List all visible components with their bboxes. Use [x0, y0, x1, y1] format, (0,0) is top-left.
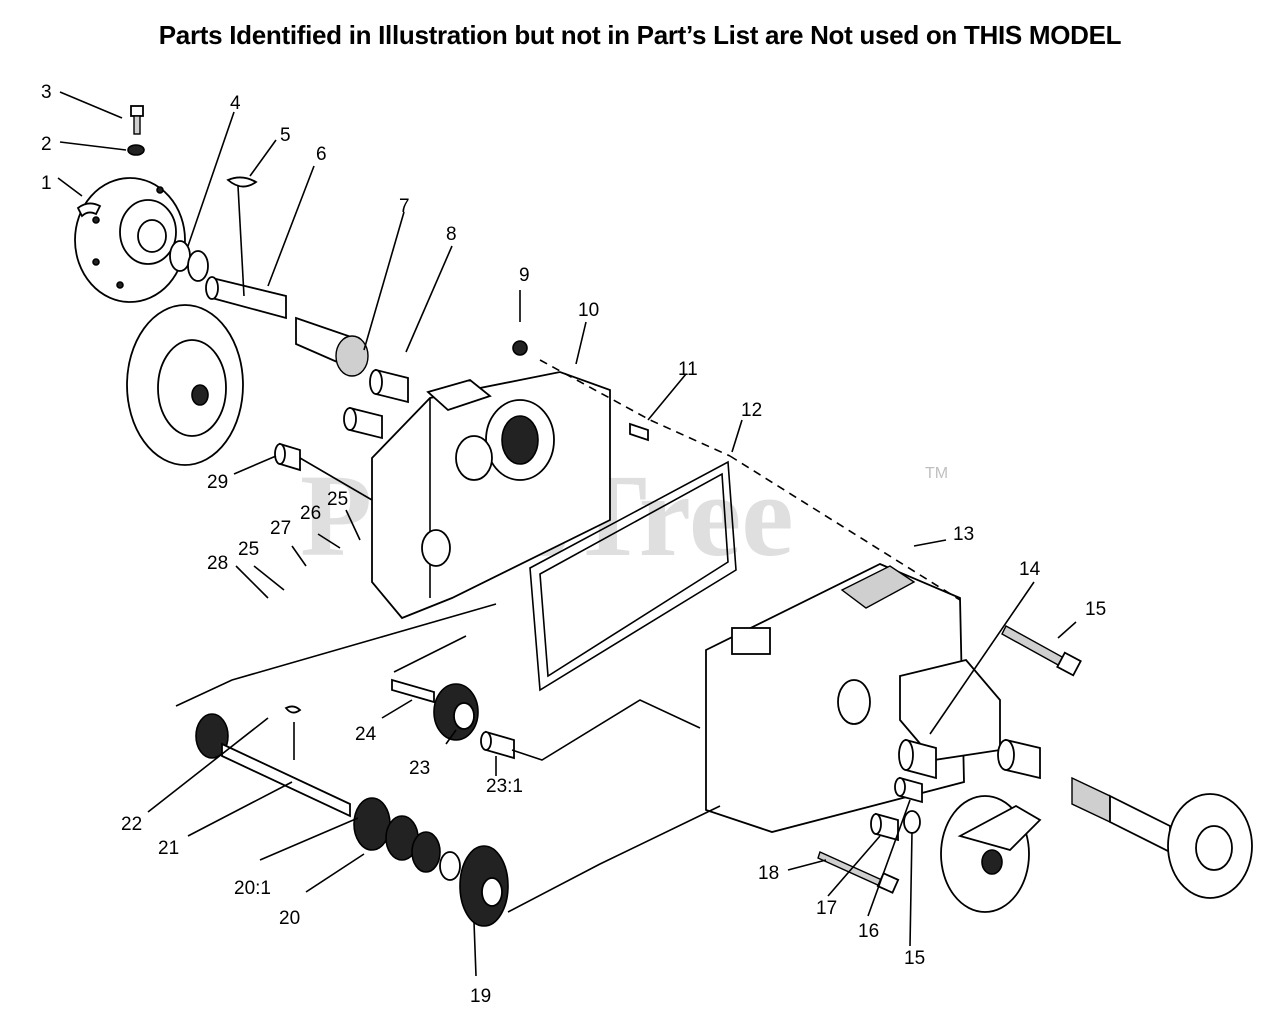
diagram-title: Parts Identified in Illustration but not…: [158, 20, 1122, 50]
callout-label: 20:1: [234, 878, 271, 899]
callout-label: 24: [355, 724, 377, 745]
part-1-flange-hub: [74, 177, 186, 303]
part-23-1-bushing: [480, 730, 515, 760]
callout-label: 16: [858, 921, 879, 942]
callout-label: 11: [678, 359, 698, 380]
part-5-key: [226, 176, 258, 188]
part-22-gear: [195, 705, 302, 759]
callout-label: 20: [279, 908, 300, 929]
callout-label: 25: [327, 489, 348, 510]
callout-label: 8: [446, 224, 457, 245]
callout-label: 2: [41, 134, 52, 155]
part-9-nut: [512, 340, 528, 356]
callout-label: 5: [280, 125, 291, 146]
callout-label: 23: [409, 758, 430, 779]
part-19-gear: [459, 845, 509, 927]
callout-label: 9: [519, 265, 530, 286]
part-10-housing-left: [371, 371, 611, 620]
part-8-bushings: [343, 368, 409, 440]
callout-label: 10: [578, 300, 599, 321]
callout-label: 27: [270, 518, 291, 539]
callout-label: 17: [816, 898, 837, 919]
callout-labels: 3 2 1 4 5 6 7 8 9 10 11 12 29 25 26 27 2…: [41, 82, 1106, 1007]
part-16-bushing: [894, 776, 923, 804]
part-pulley: [126, 304, 244, 466]
callout-label: 13: [953, 524, 974, 545]
part-bushing-right: [997, 738, 1041, 780]
callout-label: 19: [470, 986, 491, 1007]
part-3-bolt: [130, 105, 144, 135]
part-output-shaft: [1071, 776, 1253, 899]
callout-label: 28: [207, 553, 228, 574]
callout-label: 18: [758, 863, 779, 884]
callout-label: 4: [230, 93, 241, 114]
callout-label: 22: [121, 814, 142, 835]
leader-lines: [57, 91, 1077, 977]
part-14-bushing: [898, 738, 937, 780]
part-21-shaft: [221, 742, 351, 818]
part-4-seal-rings: [169, 240, 209, 282]
callout-label: 25: [238, 539, 259, 560]
callout-label: 6: [316, 144, 327, 165]
part-15-bolt-long: [1001, 625, 1082, 677]
part-24-pin: [391, 678, 435, 704]
part-12-gasket: [529, 460, 737, 692]
part-18-bolt: [817, 851, 900, 894]
part-15-washer: [903, 810, 921, 834]
part-11-pin: [629, 422, 649, 442]
callout-label: 1: [41, 173, 52, 194]
callout-label: 12: [741, 400, 762, 421]
callout-label: 15: [904, 948, 925, 969]
part-7-spline: [335, 335, 369, 377]
part-20-gear-cluster: [353, 797, 461, 881]
callout-label: 15: [1085, 599, 1106, 620]
callout-label: 3: [41, 82, 52, 103]
callout-label: 14: [1019, 559, 1041, 580]
part-29-bushing: [274, 442, 301, 472]
part-17-bushing: [870, 812, 899, 842]
callout-label: 23:1: [486, 776, 523, 797]
callout-label: 26: [300, 503, 321, 524]
watermark-tm: TM: [925, 465, 948, 482]
part-13-housing-right: [705, 563, 1001, 833]
assembly-lines: [175, 185, 961, 913]
part-2-washer: [127, 144, 145, 156]
callout-label: 21: [158, 838, 179, 859]
callout-label: 7: [399, 196, 410, 217]
callout-label: 29: [207, 472, 228, 493]
part-cover: [940, 795, 1042, 913]
part-23-gear: [433, 683, 479, 741]
